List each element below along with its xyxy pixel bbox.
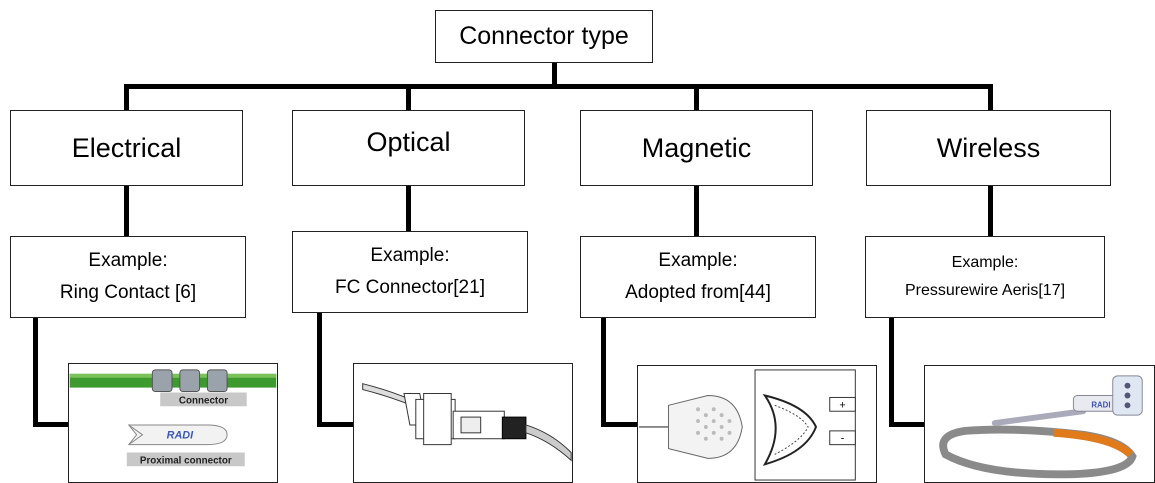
caption-proximal-connector: Proximal connector	[140, 455, 232, 466]
horizontal-bus	[124, 84, 993, 89]
elbow-optical-v	[317, 313, 322, 427]
elbow-magnetic-h	[601, 422, 638, 427]
image-magnetic: + -	[637, 365, 877, 483]
image-ring-contact: Connector RADI Proximal connector	[68, 363, 278, 483]
example-optical: Example: FC Connector[21]	[292, 231, 528, 313]
root-stem	[552, 63, 557, 87]
plus-label: +	[839, 399, 845, 411]
wireless-radi-logo: RADI	[1091, 400, 1110, 409]
ring-contact-illustration: Connector RADI Proximal connector	[69, 369, 277, 466]
caption-connector: Connector	[179, 395, 228, 406]
radi-logo: RADI	[167, 430, 194, 442]
image-pressurewire: RADI	[924, 365, 1155, 483]
example-label: Example:	[658, 250, 738, 272]
example-value: Pressurewire Aeris[17]	[904, 282, 1066, 299]
pressurewire-illustration: RADI	[939, 375, 1143, 479]
elbow-electrical-h	[33, 422, 69, 427]
stem-magnetic	[694, 84, 699, 110]
elbow-magnetic-v	[601, 318, 606, 427]
fc-connector-illustration	[362, 383, 572, 462]
example-magnetic: Example: Adopted from[44]	[580, 236, 816, 318]
magnetic-illustration: + -	[639, 369, 856, 481]
example-value: Ring Contact [6]	[59, 282, 197, 303]
category-label: Wireless	[936, 132, 1041, 163]
elbow-electrical-v	[33, 318, 38, 427]
category-wireless: Wireless	[866, 110, 1111, 186]
category-optical: Optical	[292, 110, 525, 186]
link-electrical-example	[124, 186, 129, 236]
elbow-wireless-v	[889, 318, 894, 427]
category-label: Electrical	[71, 132, 182, 163]
example-wireless: Example: Pressurewire Aeris[17]	[865, 236, 1105, 318]
stem-wireless	[988, 84, 993, 110]
example-value: FC Connector[21]	[335, 277, 485, 298]
link-wireless-example	[988, 186, 993, 236]
elbow-wireless-h	[889, 422, 925, 427]
example-label: Example:	[88, 250, 168, 272]
stem-electrical	[124, 84, 129, 110]
minus-label: -	[841, 433, 845, 445]
stem-optical	[406, 84, 411, 110]
root-label: Connector type	[459, 22, 629, 50]
link-optical-example	[406, 186, 411, 236]
example-electrical: Example: Ring Contact [6]	[10, 236, 246, 318]
link-magnetic-example	[694, 186, 699, 236]
example-label: Example:	[370, 245, 450, 267]
category-label: Optical	[366, 126, 451, 157]
image-fc-connector	[353, 363, 573, 483]
example-value: Adopted from[44]	[625, 282, 771, 303]
root-node: Connector type	[435, 10, 653, 63]
category-label: Magnetic	[641, 132, 752, 163]
elbow-optical-h	[317, 422, 354, 427]
category-magnetic: Magnetic	[580, 110, 813, 186]
example-label: Example:	[951, 254, 1019, 271]
category-electrical: Electrical	[10, 110, 243, 186]
